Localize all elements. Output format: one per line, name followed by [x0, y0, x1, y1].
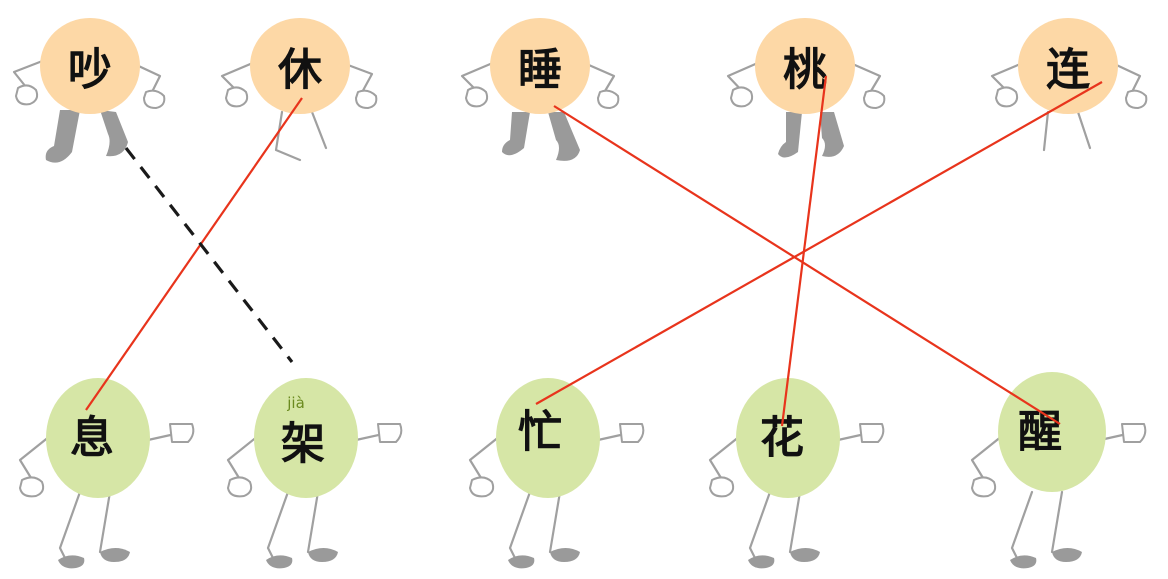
bottom-figure-5[interactable]: 醒 [970, 372, 1147, 569]
top-head-3 [490, 18, 590, 114]
top-char-2: 休 [277, 45, 323, 96]
bottom-head-4 [736, 378, 840, 498]
pinyin-label: jià [286, 394, 305, 412]
top-head-4 [755, 18, 855, 114]
bottom-figure-2[interactable]: jià 架 [226, 378, 403, 569]
top-char-5: 连 [1046, 45, 1090, 96]
top-figure-4[interactable]: 桃 [726, 18, 886, 158]
match-line-lian-mang[interactable] [535, 81, 1103, 405]
bottom-head-2 [254, 378, 358, 498]
top-figure-5[interactable]: 连 [990, 18, 1148, 152]
top-head-1 [40, 18, 140, 114]
top-head-2 [250, 18, 350, 114]
top-row-characters: 吵 休 睡 [12, 18, 1148, 163]
bottom-figure-4[interactable]: 花 [708, 378, 885, 569]
match-line-chao-jia[interactable] [124, 147, 294, 363]
top-char-4: 桃 [783, 45, 827, 96]
top-figure-2[interactable]: 休 [220, 18, 378, 162]
bottom-char-5: 醒 [1018, 407, 1062, 458]
top-figure-1[interactable]: 吵 [12, 18, 166, 163]
match-line-shui-xing[interactable] [553, 105, 1061, 425]
bottom-figure-3[interactable]: 忙 [468, 378, 645, 569]
bottom-char-2: 架 [281, 419, 325, 470]
top-figure-3[interactable]: 睡 [460, 18, 620, 161]
match-lines [85, 75, 1103, 427]
bottom-row-characters: 息 jià 架 忙 [18, 372, 1147, 569]
bottom-figure-1[interactable]: 息 [18, 378, 195, 569]
bottom-head-1 [46, 378, 150, 498]
top-char-1: 吵 [68, 45, 112, 96]
top-char-3: 睡 [518, 45, 562, 96]
match-line-xiu-xi[interactable] [85, 97, 303, 411]
bottom-char-1: 息 [70, 413, 114, 464]
bottom-char-3: 忙 [518, 407, 562, 458]
top-head-5 [1018, 18, 1118, 114]
bottom-head-3 [496, 378, 600, 498]
